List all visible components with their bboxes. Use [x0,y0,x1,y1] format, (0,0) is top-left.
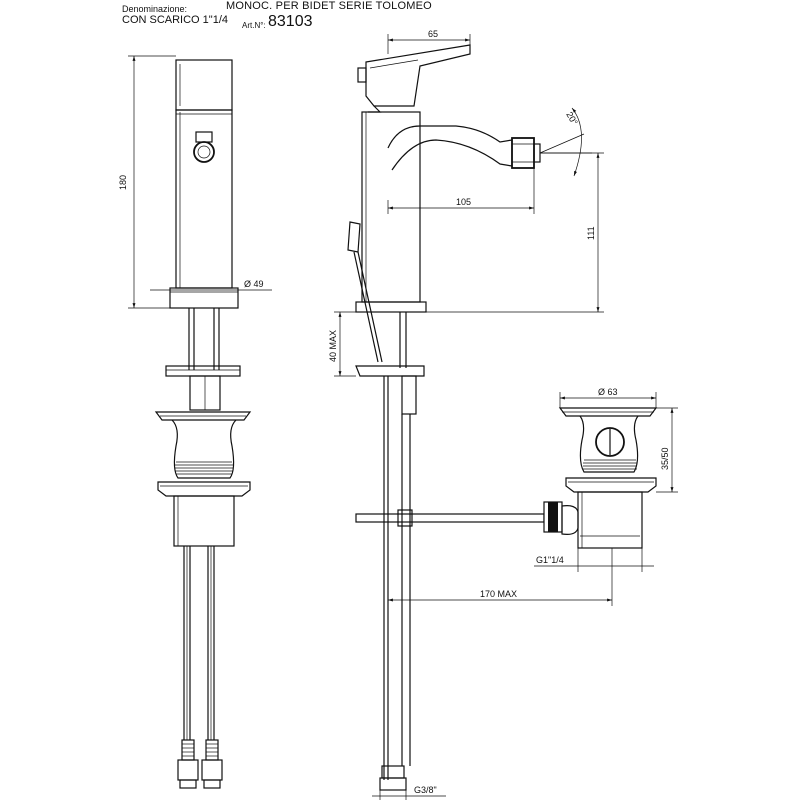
dim-spout-reach [387,168,535,214]
denomination-label: Denominazione: [122,4,188,14]
dim-waste-height-label: 35/50 [660,447,670,470]
dim-deck-thickness-label: 40 MAX [328,330,338,362]
product-name: MONOC. PER BIDET SERIE TOLOMEO [226,0,432,12]
dim-waste-thread-label: G1"1/4 [536,555,564,565]
dim-spray-angle [539,107,592,177]
dim-rod-length [387,548,613,606]
dim-deck-thickness [334,311,356,377]
dim-height-total [128,55,176,309]
waste-view [558,407,658,549]
dim-waste-diameter [559,392,657,408]
dim-waste-thread [534,548,654,572]
dim-waste-height [656,407,678,493]
dim-spout-reach-label: 105 [456,197,471,207]
dim-supply-thread-label: G3/8" [414,785,437,795]
dim-handle-width-label: 65 [428,29,438,39]
dim-waste-diameter-label: Ø 63 [598,387,618,397]
dim-handle-width [387,34,471,54]
art-label: Art.N°: [242,21,266,30]
dim-spray-angle-label: 20° [564,110,580,127]
art-number: 83103 [268,13,313,30]
dim-height-total-label: 180 [118,175,128,190]
front-view-faucet [154,59,252,789]
product-subtitle: CON SCARICO 1"1/4 [122,14,228,26]
side-view-faucet [347,44,563,791]
dim-spout-height-label: 111 [586,226,596,240]
dim-spout-height [426,152,604,313]
dim-supply-thread [372,790,446,800]
dim-base-diameter-label: Ø 49 [244,279,264,289]
dim-rod-length-label: 170 MAX [480,589,517,599]
